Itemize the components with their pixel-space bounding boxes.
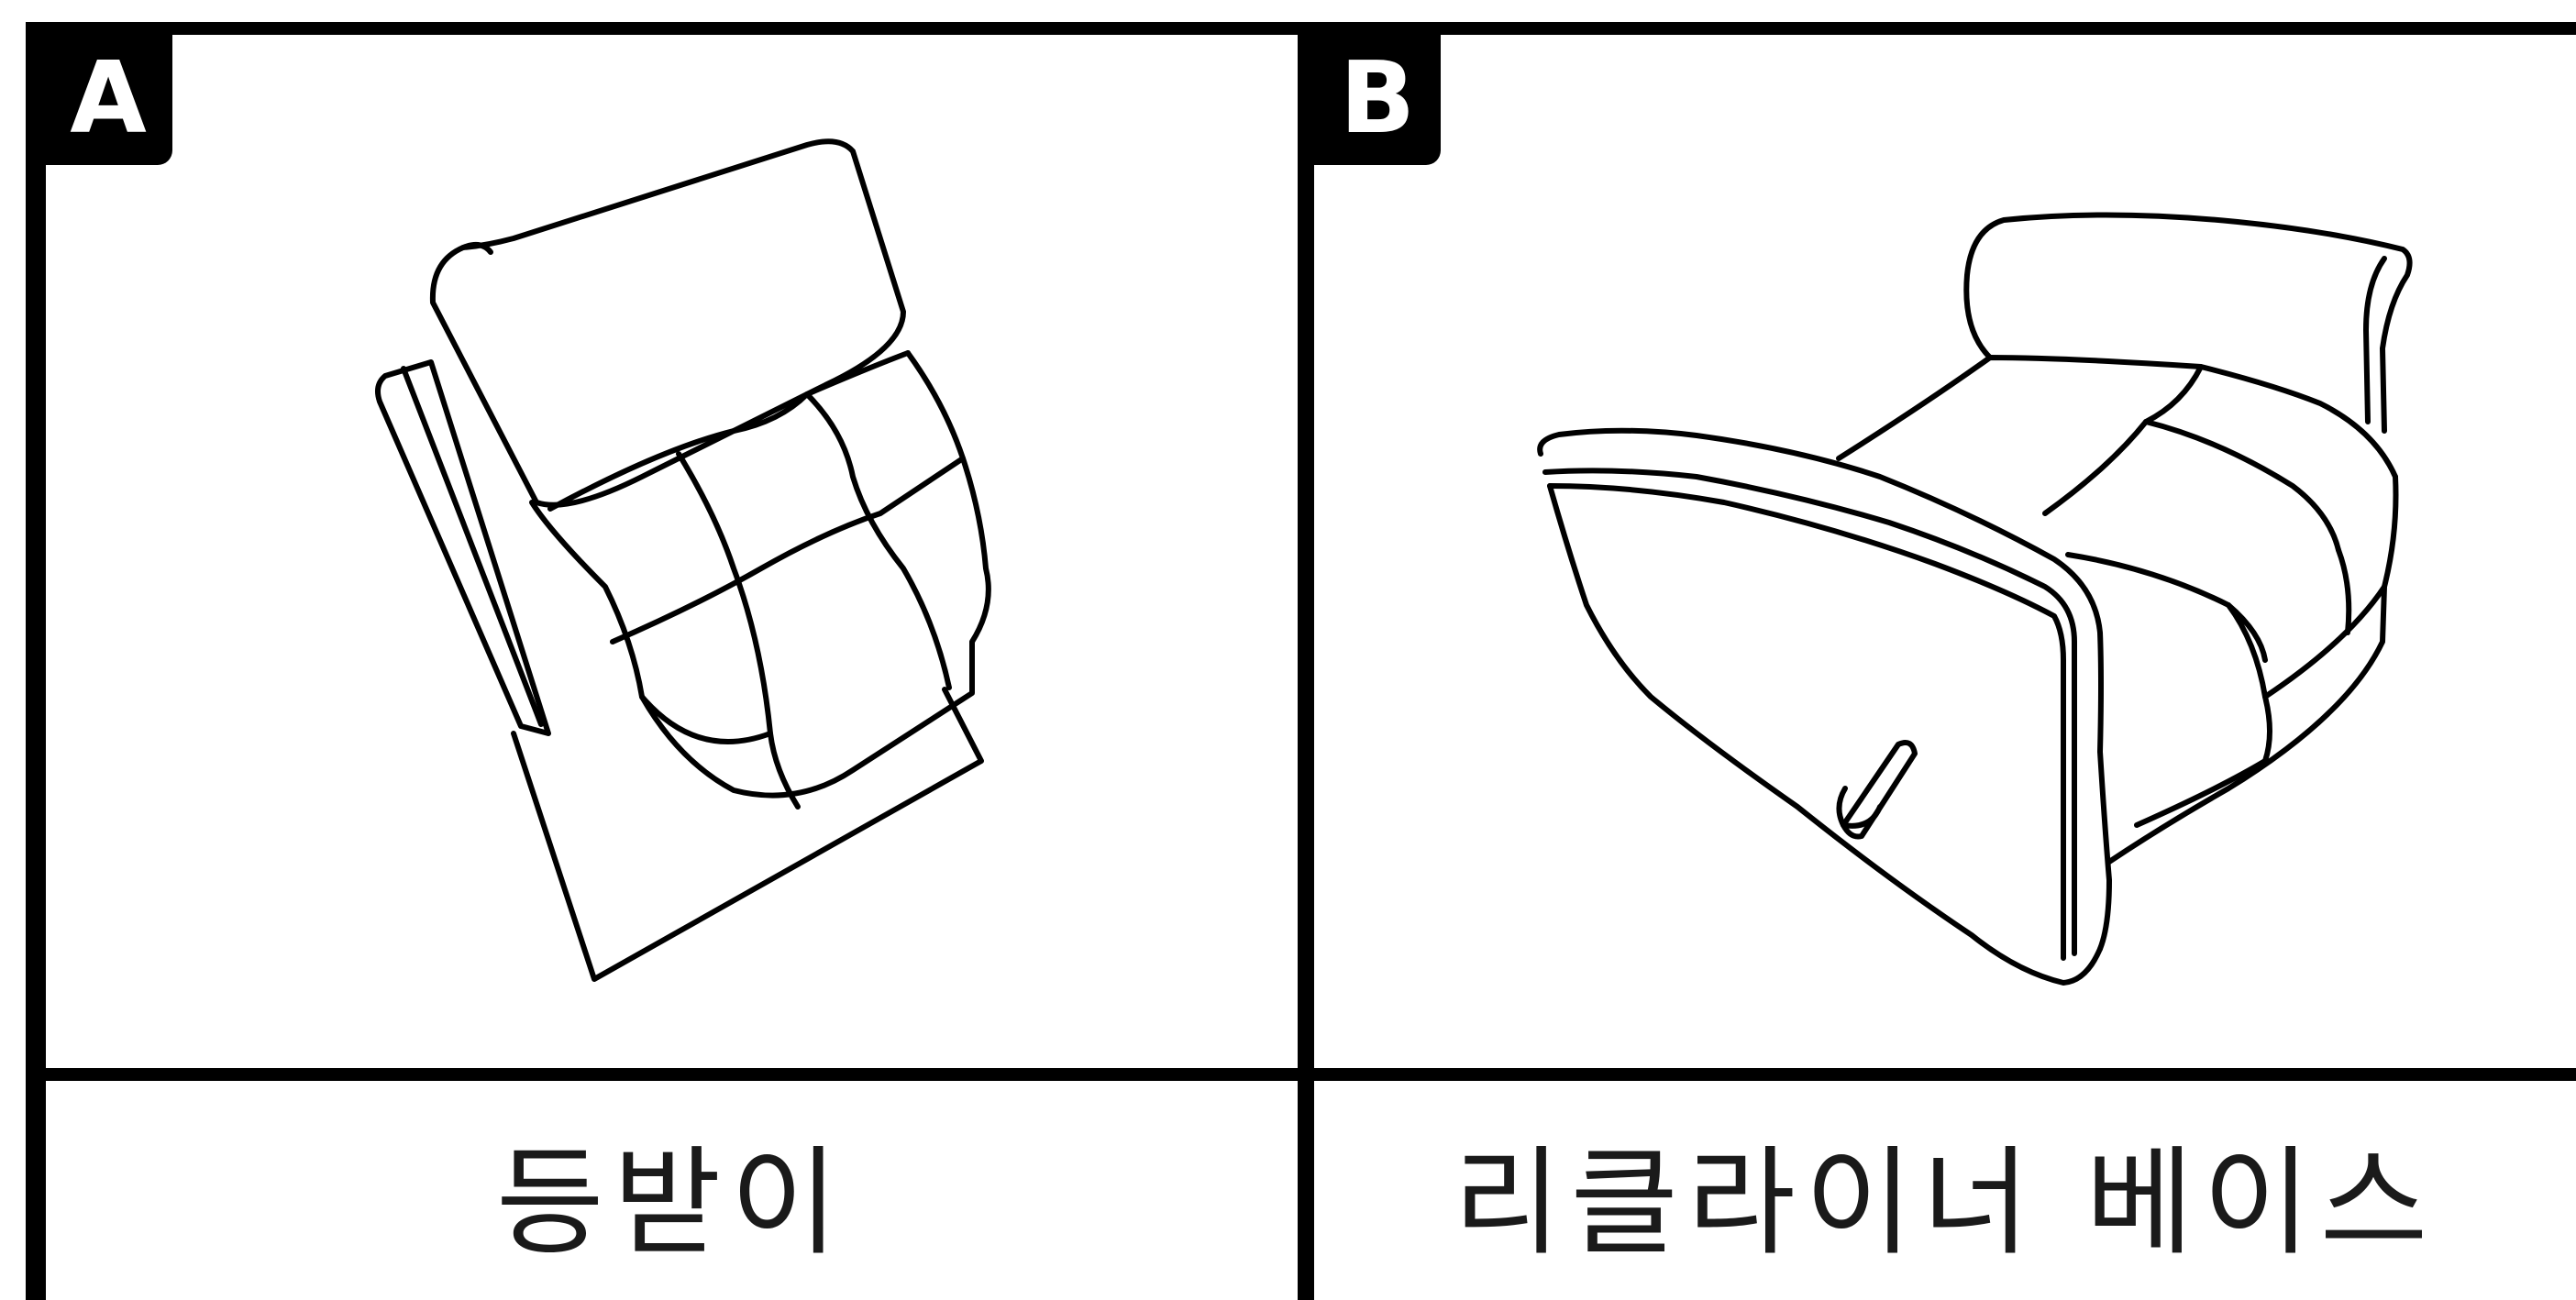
frame-left-border [26,22,46,1300]
backrest-illustration [348,128,1009,1008]
panel-a-caption: 등받이 [495,1134,848,1272]
recliner-base-illustration [1522,202,2421,1008]
panel-b-badge: B [1314,35,1441,165]
recliner-base-drawing [1537,212,2413,986]
panel-a-badge: A [44,35,172,165]
frame-caption-divider [26,1068,2576,1081]
frame-center-divider [1298,22,1314,1300]
backrest-drawing [375,138,991,982]
panel-b-caption: 리클라이너 베이스 [1453,1134,2438,1272]
